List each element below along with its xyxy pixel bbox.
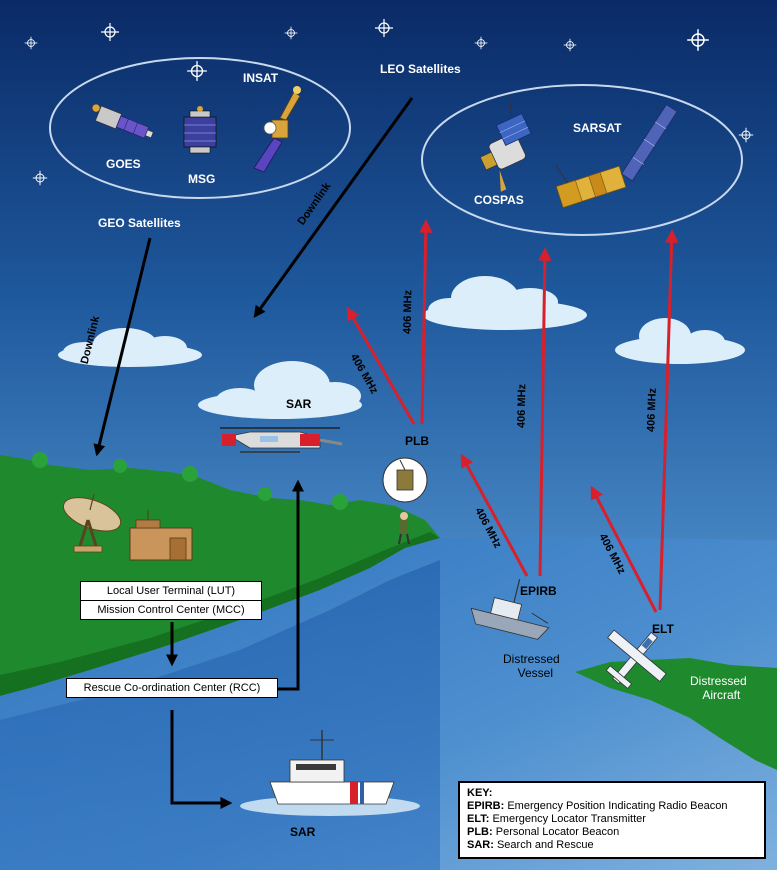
key-item: PLB: Personal Locator Beacon — [467, 826, 757, 839]
ground-station-box: Local User Terminal (LUT) Mission Contro… — [80, 581, 262, 620]
mcc-label: Mission Control Center (MCC) — [97, 604, 245, 616]
person-icon — [398, 512, 410, 545]
shrubs — [32, 452, 348, 510]
sarsat-satellite-icon — [555, 103, 678, 208]
msg-satellite-icon — [183, 106, 217, 154]
sar-ship-label: SAR — [290, 825, 316, 839]
elt-signal-arrow-up — [658, 229, 679, 611]
goes-label: GOES — [106, 157, 141, 171]
mission-control-building-icon — [129, 510, 193, 561]
distressed-aircraft-line1: Distressed — [690, 674, 747, 688]
leo-satellites-label: LEO Satellites — [380, 62, 461, 76]
cloud-right — [615, 318, 745, 364]
geo-satellites-label: GEO Satellites — [98, 216, 181, 230]
cospas-label: COSPAS — [474, 193, 524, 207]
key-item-abbr: ELT: — [467, 813, 490, 825]
distressed-vessel-icon — [470, 579, 550, 640]
ground-flow-arrows — [166, 479, 304, 809]
insat-satellite-icon — [253, 86, 301, 173]
sar-ship-icon — [240, 730, 420, 816]
mhz-label-elt-up: 406 MHz — [645, 387, 659, 433]
plb-signal-arrow-up — [419, 219, 433, 425]
distressed-aircraft-icon — [605, 629, 667, 690]
key-legend: KEY: EPIRB: Emergency Position Indicatin… — [458, 781, 766, 859]
msg-label: MSG — [188, 172, 216, 186]
rcc-box: Rescue Co-ordination Center (RCC) — [66, 678, 278, 698]
plb-beacon-icon — [382, 457, 428, 503]
distressed-vessel-label: Distressed Vessel — [503, 652, 560, 680]
key-item-abbr: EPIRB: — [467, 800, 505, 812]
goes-satellite-icon — [91, 103, 154, 139]
mhz-label-plb-up: 406 MHz — [401, 289, 415, 335]
key-title: KEY: — [467, 787, 493, 799]
key-item: EPIRB: Emergency Position Indicating Rad… — [467, 800, 757, 813]
distressed-vessel-line2: Vessel — [517, 666, 554, 680]
downlink-arrow-leo — [253, 97, 414, 318]
cloud-sar — [198, 361, 362, 419]
distressed-aircraft-label: Distressed Aircraft — [690, 674, 747, 702]
sar-helicopter-icon — [220, 427, 343, 453]
distressed-aircraft-line2: Aircraft — [702, 688, 741, 702]
signal-arrows — [346, 219, 679, 613]
key-item-text: Emergency Locator Transmitter — [492, 813, 646, 825]
geo-group-ellipse — [49, 57, 351, 199]
leo-group-ellipse — [421, 84, 743, 236]
rcc-to-helicopter-arrow — [278, 479, 304, 691]
epirb-signal-arrow-up — [538, 247, 552, 577]
key-item: ELT: Emergency Locator Transmitter — [467, 813, 757, 826]
epirb-signal-arrow-left — [460, 453, 529, 577]
cospas-satellite-icon — [479, 95, 532, 192]
sar-helicopter-label: SAR — [286, 397, 312, 411]
cloud-middle — [423, 276, 587, 330]
lut-antenna-icon — [62, 493, 122, 553]
clouds — [58, 276, 745, 419]
land-left-shadow — [0, 532, 440, 696]
downlink-arrow-geo — [93, 237, 152, 457]
key-item-text: Emergency Position Indicating Radio Beac… — [507, 800, 728, 812]
key-item-text: Search and Rescue — [496, 839, 594, 851]
mhz-label-epirb-up: 406 MHz — [515, 383, 529, 429]
sarsat-label: SARSAT — [573, 121, 622, 135]
key-item: SAR: Search and Rescue — [467, 839, 757, 852]
epirb-label: EPIRB — [520, 584, 557, 598]
downlink-arrows — [93, 97, 414, 457]
lut-label: Local User Terminal (LUT) — [81, 582, 261, 601]
rcc-label: Rescue Co-ordination Center (RCC) — [83, 682, 261, 694]
rcc-to-ship-arrow — [170, 710, 233, 809]
elt-label: ELT — [652, 622, 674, 636]
distressed-vessel-line1: Distressed — [503, 652, 560, 666]
key-item-abbr: SAR: — [467, 839, 494, 851]
key-item-abbr: PLB: — [467, 826, 493, 838]
cloud-left — [58, 328, 202, 367]
insat-label: INSAT — [243, 71, 279, 85]
plb-signal-arrow-left — [346, 306, 416, 425]
plb-label: PLB — [405, 434, 429, 448]
elt-signal-arrow-left — [590, 485, 658, 613]
key-item-text: Personal Locator Beacon — [495, 826, 620, 838]
